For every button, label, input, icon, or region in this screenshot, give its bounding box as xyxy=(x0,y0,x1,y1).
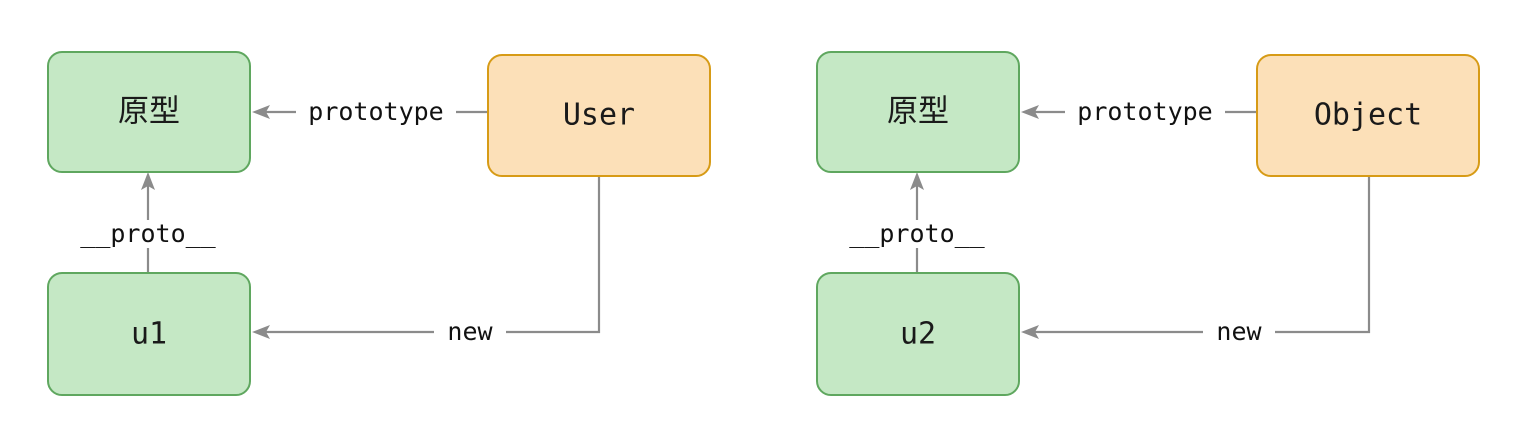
edge-user-new-line xyxy=(262,176,601,334)
arrowhead-up-icon xyxy=(910,172,924,190)
node-instance-u1-label: u1 xyxy=(131,317,167,352)
arrowhead-left-icon xyxy=(252,325,270,339)
edge-object-prototype-label: prototype xyxy=(1077,97,1212,126)
arrowhead-up-icon xyxy=(141,172,155,190)
node-constructor-object-box[interactable] xyxy=(1256,54,1480,177)
node-proto-left[interactable]: 原型 xyxy=(47,51,251,173)
edge-u2-proto-label-bg xyxy=(833,220,1001,248)
edge-u2-proto-label: __proto__ xyxy=(849,219,985,248)
node-instance-u1[interactable]: u1 xyxy=(47,272,251,396)
edge-u1-proto-label: __proto__ xyxy=(80,219,216,248)
node-instance-u1-box[interactable] xyxy=(47,272,251,396)
edge-user-prototype-label-bg xyxy=(296,98,456,126)
node-instance-u2-box[interactable] xyxy=(816,272,1020,396)
node-instance-u2-label: u2 xyxy=(900,317,936,352)
node-proto-right[interactable]: 原型 xyxy=(816,51,1020,173)
node-constructor-user-box[interactable] xyxy=(487,54,711,177)
edge-object-prototype: prototype xyxy=(1021,97,1257,126)
node-proto-right-box[interactable] xyxy=(816,51,1020,173)
edge-object-new: new xyxy=(1021,176,1371,346)
node-constructor-user-label: User xyxy=(563,98,635,133)
edge-u1-proto-label-bg xyxy=(64,220,232,248)
node-instance-u2[interactable]: u2 xyxy=(816,272,1020,396)
edge-user-prototype: prototype xyxy=(252,97,488,126)
user-prototype-group: 原型 --> prototype 原型 --> __proto__ u1 (do… xyxy=(47,51,711,396)
edge-object-new-label-bg xyxy=(1203,318,1275,346)
edge-user-new: new xyxy=(252,176,601,346)
edge-object-prototype-label-bg xyxy=(1065,98,1225,126)
node-proto-left-label: 原型 xyxy=(118,94,180,130)
edge-u1-proto: __proto__ xyxy=(64,172,232,273)
node-constructor-object-label: Object xyxy=(1314,98,1422,133)
edge-object-new-label: new xyxy=(1216,317,1262,346)
node-constructor-object[interactable]: Object xyxy=(1256,54,1480,177)
edge-user-new-label: new xyxy=(447,317,493,346)
object-prototype-group: 原型 --> prototype 原型 --> __proto__ u2 (do… xyxy=(816,51,1480,396)
arrowhead-left-icon xyxy=(1021,105,1039,119)
edge-u2-proto: __proto__ xyxy=(833,172,1001,273)
arrowhead-left-icon xyxy=(1021,325,1039,339)
arrowhead-left-icon xyxy=(252,105,270,119)
node-proto-right-label: 原型 xyxy=(887,94,949,130)
node-proto-left-box[interactable] xyxy=(47,51,251,173)
node-constructor-user[interactable]: User xyxy=(487,54,711,177)
edge-object-new-line xyxy=(1031,176,1371,334)
edge-user-prototype-label: prototype xyxy=(308,97,443,126)
edge-user-new-label-bg xyxy=(434,318,506,346)
